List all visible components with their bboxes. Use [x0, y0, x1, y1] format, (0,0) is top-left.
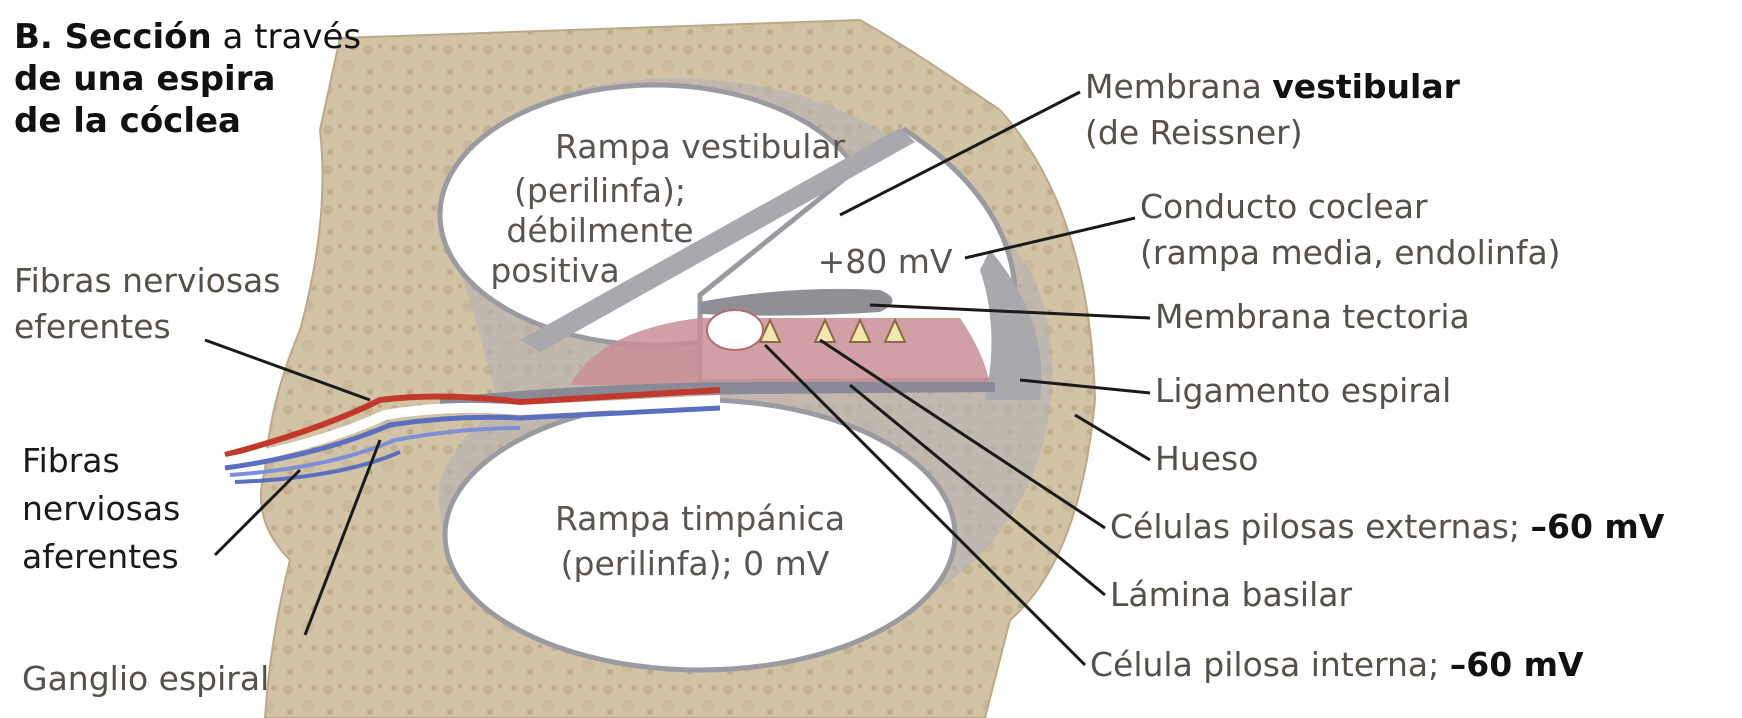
- label-spiral-ganglion: Ganglio espiral: [22, 660, 269, 698]
- scala-vestibuli-label-2: (perilinfa);: [500, 172, 700, 209]
- label-afferent-fibres-3: aferentes: [22, 538, 179, 576]
- scala-tympani-label: Rampa timpánica: [530, 500, 870, 537]
- label-reissner: Membrana vestibular: [1085, 68, 1460, 106]
- label-basilar-lamina: Lámina basilar: [1110, 576, 1352, 614]
- label-efferent-fibres: Fibras nerviosas: [14, 262, 280, 300]
- label-afferent-fibres: Fibras: [22, 442, 120, 480]
- label-bone: Hueso: [1155, 440, 1258, 478]
- label-efferent-fibres-2: eferentes: [14, 308, 171, 346]
- label-outer-hair-cells: Células pilosas externas; –60 mV: [1110, 508, 1664, 546]
- label-cochlear-duct-2: (rampa media, endolinfa): [1140, 234, 1561, 272]
- scala-vestibuli-label-3: débilmente: [490, 212, 710, 249]
- scala-vestibuli-label: Rampa vestibular: [555, 128, 845, 165]
- label-cochlear-duct: Conducto coclear: [1140, 188, 1428, 226]
- scala-vestibuli-label-4: positiva: [475, 252, 635, 289]
- duct-potential-label: +80 mV: [790, 243, 980, 280]
- label-reissner-2: (de Reissner): [1085, 114, 1303, 152]
- scala-tympani-label-2: (perilinfa); 0 mV: [525, 545, 865, 582]
- label-spiral-ligament: Ligamento espiral: [1155, 372, 1451, 410]
- figure-title: B. Sección a través de una espira de la …: [14, 16, 361, 142]
- label-inner-hair-cell: Célula pilosa interna; –60 mV: [1090, 646, 1584, 684]
- label-afferent-fibres-2: nerviosas: [22, 490, 180, 528]
- label-tectorial-membrane: Membrana tectoria: [1155, 298, 1470, 336]
